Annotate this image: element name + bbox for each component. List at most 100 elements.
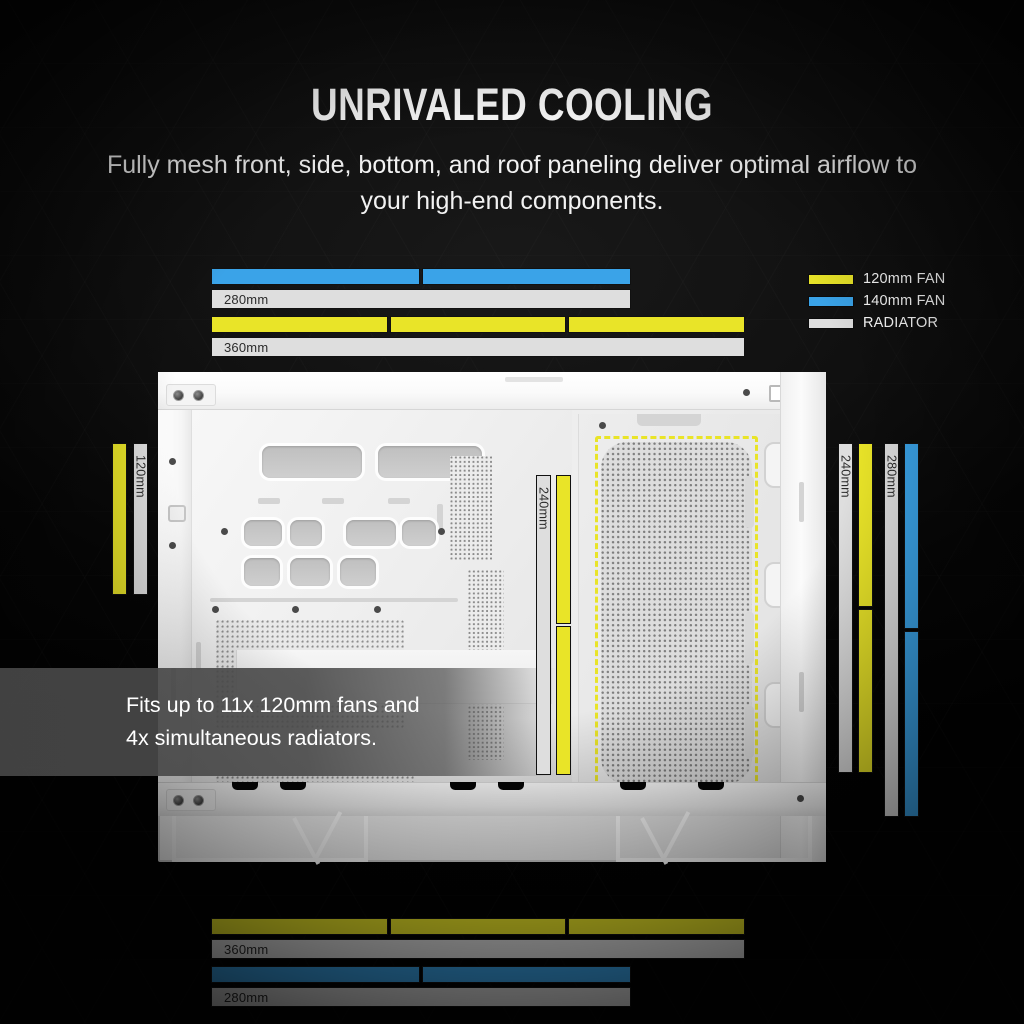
rear-120mm-mount: 120mm — [112, 443, 148, 595]
mount-hole-icon — [599, 422, 606, 429]
page-title: UNRIVALED COOLING — [311, 79, 713, 130]
fan-segment — [112, 443, 127, 595]
rail-notch — [498, 782, 524, 790]
fan-column — [858, 443, 873, 773]
fan-row — [211, 268, 631, 285]
callout-line-2: 4x simultaneous radiators. — [126, 726, 377, 750]
screw-icon — [292, 606, 299, 613]
case-foot-left — [172, 811, 368, 865]
fan-segment — [422, 268, 631, 285]
radiator-bar: 120mm — [133, 443, 148, 595]
side-280mm-mount: 280mm — [884, 443, 919, 817]
vent-slot — [745, 706, 754, 758]
rail-notch — [232, 782, 258, 790]
fan-segment — [389, 316, 567, 333]
mount-hole-icon — [797, 795, 804, 802]
radiator-bar: 360mm — [211, 939, 745, 959]
cable-cutout — [402, 520, 436, 546]
side-fan-chamber — [578, 414, 784, 810]
swatch-icon — [808, 317, 854, 329]
fan-segment — [858, 443, 873, 607]
fan-segment — [904, 443, 919, 629]
mount-hole-icon — [438, 528, 445, 535]
fan-segment — [556, 626, 571, 775]
radiator-size-label: 120mm — [133, 455, 148, 498]
radiator-size-label: 280mm — [884, 455, 899, 498]
rail-clip — [168, 505, 186, 522]
standoff-slot — [258, 498, 280, 504]
radiator-size-label: 240mm — [536, 487, 551, 530]
tray-divider — [210, 598, 458, 602]
case-foot-right — [616, 811, 812, 865]
radiator-bar: 280mm — [884, 443, 899, 817]
roof-360mm-mount: 360mm — [211, 316, 746, 357]
screw-icon — [374, 606, 381, 613]
screw-icon — [193, 390, 204, 401]
radiator-size-label: 360mm — [224, 941, 269, 957]
screw-icon — [173, 795, 184, 806]
radiator-bar: 240mm — [838, 443, 853, 773]
fan-row — [211, 316, 746, 333]
fan-segment — [858, 609, 873, 773]
radiator-size-label: 280mm — [224, 291, 269, 307]
fan-segment — [568, 316, 746, 333]
fan-segment — [211, 268, 420, 285]
roof-280mm-mount: 280mm — [211, 268, 631, 309]
fan-segment — [568, 918, 746, 935]
fan-column — [904, 443, 919, 817]
fan-row — [211, 918, 746, 935]
radiator-size-label: 360mm — [224, 339, 269, 355]
chamber-bracket — [637, 414, 701, 426]
side-mesh-strip — [450, 456, 492, 560]
fan-placement-outline — [595, 436, 758, 790]
standoff-slot — [388, 498, 410, 504]
legend-item-label: RADIATOR — [863, 315, 939, 331]
swatch-icon — [808, 273, 854, 285]
cable-cutout — [290, 520, 322, 546]
bottom-io-plate — [166, 789, 216, 811]
vent-slot — [799, 672, 804, 712]
vent-slot — [799, 482, 804, 522]
side-240mm-mount: 240mm — [838, 443, 873, 773]
foot-brace — [662, 811, 691, 859]
bottom-280mm-mount: 280mm — [211, 966, 631, 1007]
fan-segment — [211, 316, 388, 333]
radiator-bar: 240mm — [536, 475, 551, 775]
fan-row — [211, 966, 631, 983]
rail-notch — [280, 782, 306, 790]
cable-cutout — [340, 558, 376, 586]
cable-cutout — [346, 520, 396, 546]
rail-notch — [620, 782, 646, 790]
radiator-bar: 280mm — [211, 289, 631, 309]
fan-segment — [211, 918, 388, 935]
top-rail-slot — [505, 377, 564, 382]
io-plate — [166, 384, 216, 406]
page-subtitle: Fully mesh front, side, bottom, and roof… — [106, 151, 918, 215]
legend-item-140mm-fan: 140mm FAN — [808, 292, 958, 310]
fan-column — [112, 443, 127, 595]
cable-cutout — [244, 558, 280, 586]
fan-segment — [904, 631, 919, 817]
legend-item-radiator: RADIATOR — [808, 314, 958, 332]
rail-notch — [698, 782, 724, 790]
fan-segment — [422, 966, 631, 983]
callout-line-1: Fits up to 11x 120mm fans and — [126, 693, 420, 718]
fan-segment — [211, 966, 420, 983]
cable-cutout — [262, 446, 362, 478]
case-bottom-rail — [158, 782, 826, 816]
vent-slot — [745, 612, 754, 664]
legend-item-label: 120mm FAN — [863, 271, 946, 287]
cable-cutout — [290, 558, 330, 586]
mount-hole-icon — [221, 528, 228, 535]
radiator-size-label: 240mm — [838, 455, 853, 498]
pc-case-illustration: 240mm — [158, 372, 826, 865]
callout-banner: Fits up to 11x 120mm fans and 4x simulta… — [0, 668, 556, 776]
mount-hole-icon — [169, 458, 176, 465]
vent-slot — [196, 642, 201, 670]
radiator-bar: 360mm — [211, 337, 745, 357]
bottom-360mm-mount: 360mm — [211, 918, 746, 959]
vent-slot — [745, 476, 754, 528]
rail-notch — [450, 782, 476, 790]
mount-hole-icon — [169, 542, 176, 549]
